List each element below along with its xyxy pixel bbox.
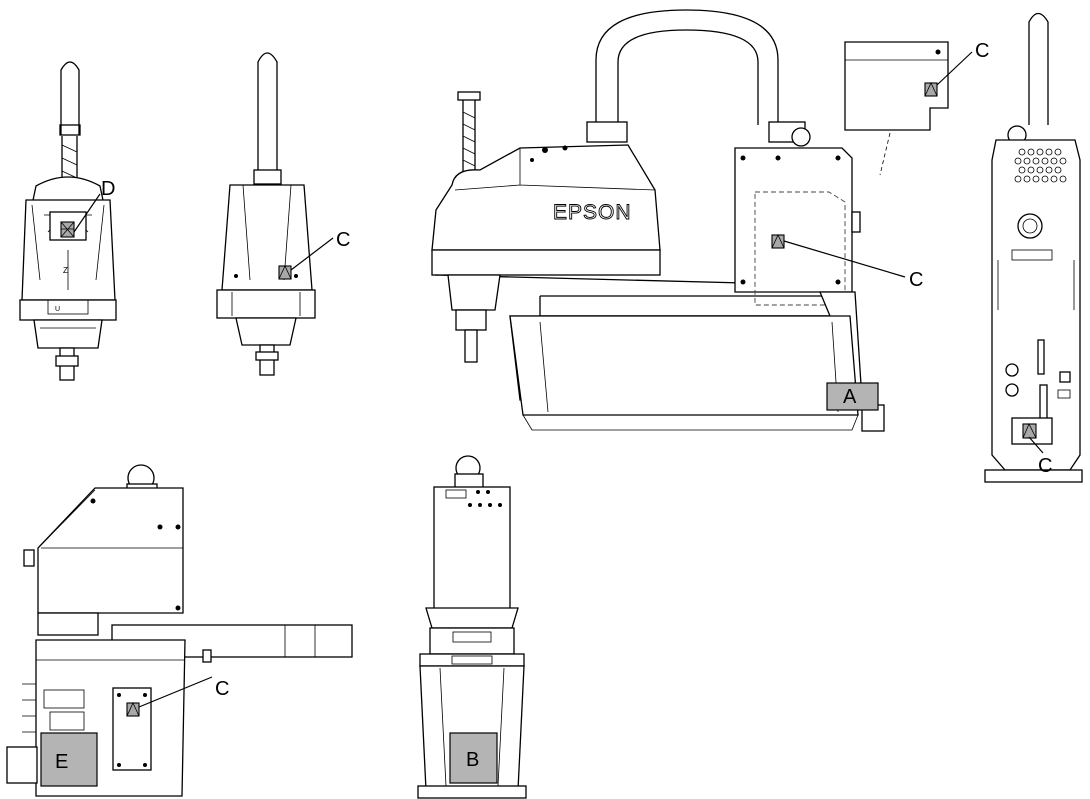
label-e-box (41, 733, 97, 786)
connector-side-view: C (985, 14, 1082, 483)
side-view-e: E C (7, 465, 352, 796)
label-c-marker-side (1023, 424, 1036, 438)
rear-view: C (217, 53, 350, 375)
label-c-marker-card (925, 83, 937, 96)
callout-c-card: C (975, 40, 989, 62)
label-c-marker-left (127, 703, 139, 716)
svg-text:U: U (55, 306, 60, 313)
brand-logo: EPSON (553, 201, 632, 224)
label-b: B (466, 749, 479, 771)
rear-view-b: B (418, 456, 526, 798)
label-c-marker-rear (279, 266, 291, 279)
detail-card: C (845, 40, 989, 175)
callout-c-left: C (215, 678, 229, 700)
svg-text:Z: Z (63, 266, 68, 275)
label-a: A (843, 386, 857, 408)
label-c-marker-main (772, 235, 784, 248)
callout-c-side: C (1038, 455, 1052, 477)
front-view: Z U D (20, 62, 116, 380)
callout-d: D (101, 178, 115, 200)
callout-c-main: C (909, 269, 923, 291)
label-e: E (55, 751, 68, 773)
callout-c-rear: C (336, 229, 350, 251)
